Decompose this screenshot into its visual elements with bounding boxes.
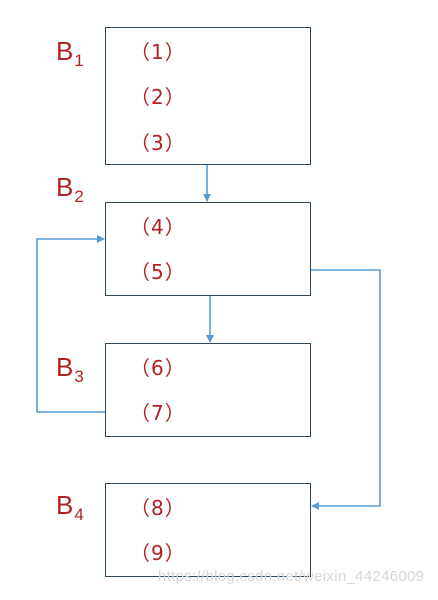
statement-1: （1） — [130, 40, 186, 64]
basic-block-b1: （1） （2） （3） — [105, 27, 311, 165]
block-label-b2: B2 — [56, 172, 84, 212]
basic-block-b2: （4） （5） — [105, 202, 311, 296]
watermark-url: https://blog.csdn.net/weixin_44246009 — [158, 568, 425, 585]
basic-block-b4: （8） （9） — [105, 483, 311, 577]
block-label-b4: B4 — [56, 490, 84, 530]
basic-block-b3: （6） （7） — [105, 343, 311, 437]
statement-3: （3） — [130, 131, 186, 155]
statement-4: （4） — [130, 215, 186, 239]
edge-b2-to-b4 — [311, 269, 381, 510]
statement-5: （5） — [130, 260, 186, 284]
statement-9: （9） — [130, 541, 186, 565]
block-label-b3: B3 — [56, 352, 84, 392]
block-label-b3-name: B — [56, 352, 74, 382]
block-label-b4-sub: 4 — [74, 505, 84, 524]
statement-7: （7） — [130, 401, 186, 425]
block-label-b1-sub: 1 — [74, 51, 84, 70]
block-label-b2-sub: 2 — [74, 187, 84, 206]
block-label-b2-name: B — [56, 172, 74, 202]
statement-6: （6） — [130, 356, 186, 380]
block-label-b3-sub: 3 — [74, 367, 84, 386]
statement-8: （8） — [130, 496, 186, 520]
block-label-b1: B1 — [56, 36, 84, 76]
block-label-b1-name: B — [56, 36, 74, 66]
block-label-b4-name: B — [56, 490, 74, 520]
edge-b3-to-b2-loop — [36, 235, 105, 413]
statement-2: （2） — [130, 85, 186, 109]
